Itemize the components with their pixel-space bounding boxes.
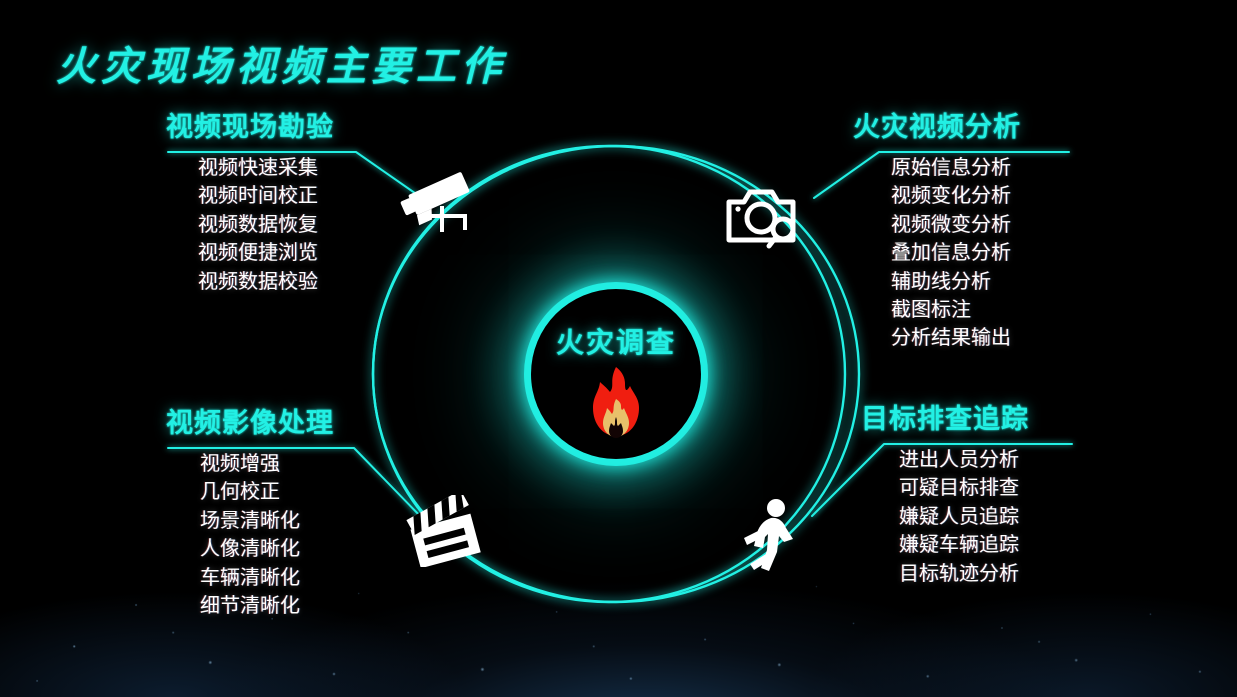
quadrant-bottom-right: 目标排查追踪 进出人员分析可疑目标排查嫌疑人员追踪嫌疑车辆追踪目标轨迹分析 xyxy=(861,404,1029,588)
list-item: 原始信息分析 xyxy=(891,157,1011,180)
list-item: 细节清晰化 xyxy=(200,595,300,617)
flame-icon xyxy=(593,367,639,438)
quadrant-heading-bottom-right: 目标排查追踪 xyxy=(861,404,1029,434)
center-core-circle: 火灾调查 xyxy=(531,289,701,459)
list-item: 视频便捷浏览 xyxy=(198,242,318,265)
list-item: 叠加信息分析 xyxy=(891,242,1011,265)
list-item: 车辆清晰化 xyxy=(200,566,300,589)
quadrant-heading-top-right: 火灾视频分析 xyxy=(853,112,1021,142)
list-item: 场景清晰化 xyxy=(200,509,300,532)
quadrant-top-left: 视频现场勘验 视频快速采集视频时间校正视频数据恢复视频便捷浏览视频数据校验 xyxy=(166,112,334,296)
list-item: 视频快速采集 xyxy=(198,157,318,180)
list-item: 分析结果输出 xyxy=(891,327,1011,350)
list-item: 嫌疑车辆追踪 xyxy=(899,534,1019,557)
center-label: 火灾调查 xyxy=(555,327,676,358)
quadrant-items-top-right: 原始信息分析视频变化分析视频微变分析叠加信息分析辅助线分析截图标注分析结果输出 xyxy=(853,154,1021,353)
list-item: 嫌疑人员追踪 xyxy=(899,505,1019,528)
quadrant-bottom-left: 视频影像处理 视频增强几何校正场景清晰化人像清晰化车辆清晰化细节清晰化 xyxy=(166,408,334,620)
list-item: 可疑目标排查 xyxy=(899,477,1019,500)
list-item: 视频数据恢复 xyxy=(198,213,318,236)
quadrant-items-bottom-right: 进出人员分析可疑目标排查嫌疑人员追踪嫌疑车辆追踪目标轨迹分析 xyxy=(861,446,1029,588)
list-item: 视频时间校正 xyxy=(198,185,318,208)
quadrant-top-right: 火灾视频分析 原始信息分析视频变化分析视频微变分析叠加信息分析辅助线分析截图标注… xyxy=(853,112,1021,353)
list-item: 视频数据校验 xyxy=(198,270,318,293)
list-item: 人像清晰化 xyxy=(200,538,300,561)
list-item: 辅助线分析 xyxy=(891,270,991,293)
quadrant-items-top-left: 视频快速采集视频时间校正视频数据恢复视频便捷浏览视频数据校验 xyxy=(166,154,334,296)
quadrant-heading-bottom-left: 视频影像处理 xyxy=(166,408,334,438)
list-item: 视频微变分析 xyxy=(891,213,1011,236)
list-item: 视频变化分析 xyxy=(891,185,1011,208)
quadrant-items-bottom-left: 视频增强几何校正场景清晰化人像清晰化车辆清晰化细节清晰化 xyxy=(166,450,334,620)
list-item: 几何校正 xyxy=(200,481,280,504)
list-item: 视频增强 xyxy=(200,453,280,476)
list-item: 进出人员分析 xyxy=(899,449,1019,472)
film-clapperboard-icon xyxy=(406,495,481,567)
list-item: 截图标注 xyxy=(891,299,971,321)
page-title: 火灾现场视频主要工作 xyxy=(56,45,506,89)
photo-camera-search-icon xyxy=(726,189,796,249)
cctv-camera-icon xyxy=(400,172,470,232)
quadrant-heading-top-left: 视频现场勘验 xyxy=(166,112,334,142)
running-person-icon xyxy=(744,499,793,571)
list-item: 目标轨迹分析 xyxy=(899,562,1019,585)
